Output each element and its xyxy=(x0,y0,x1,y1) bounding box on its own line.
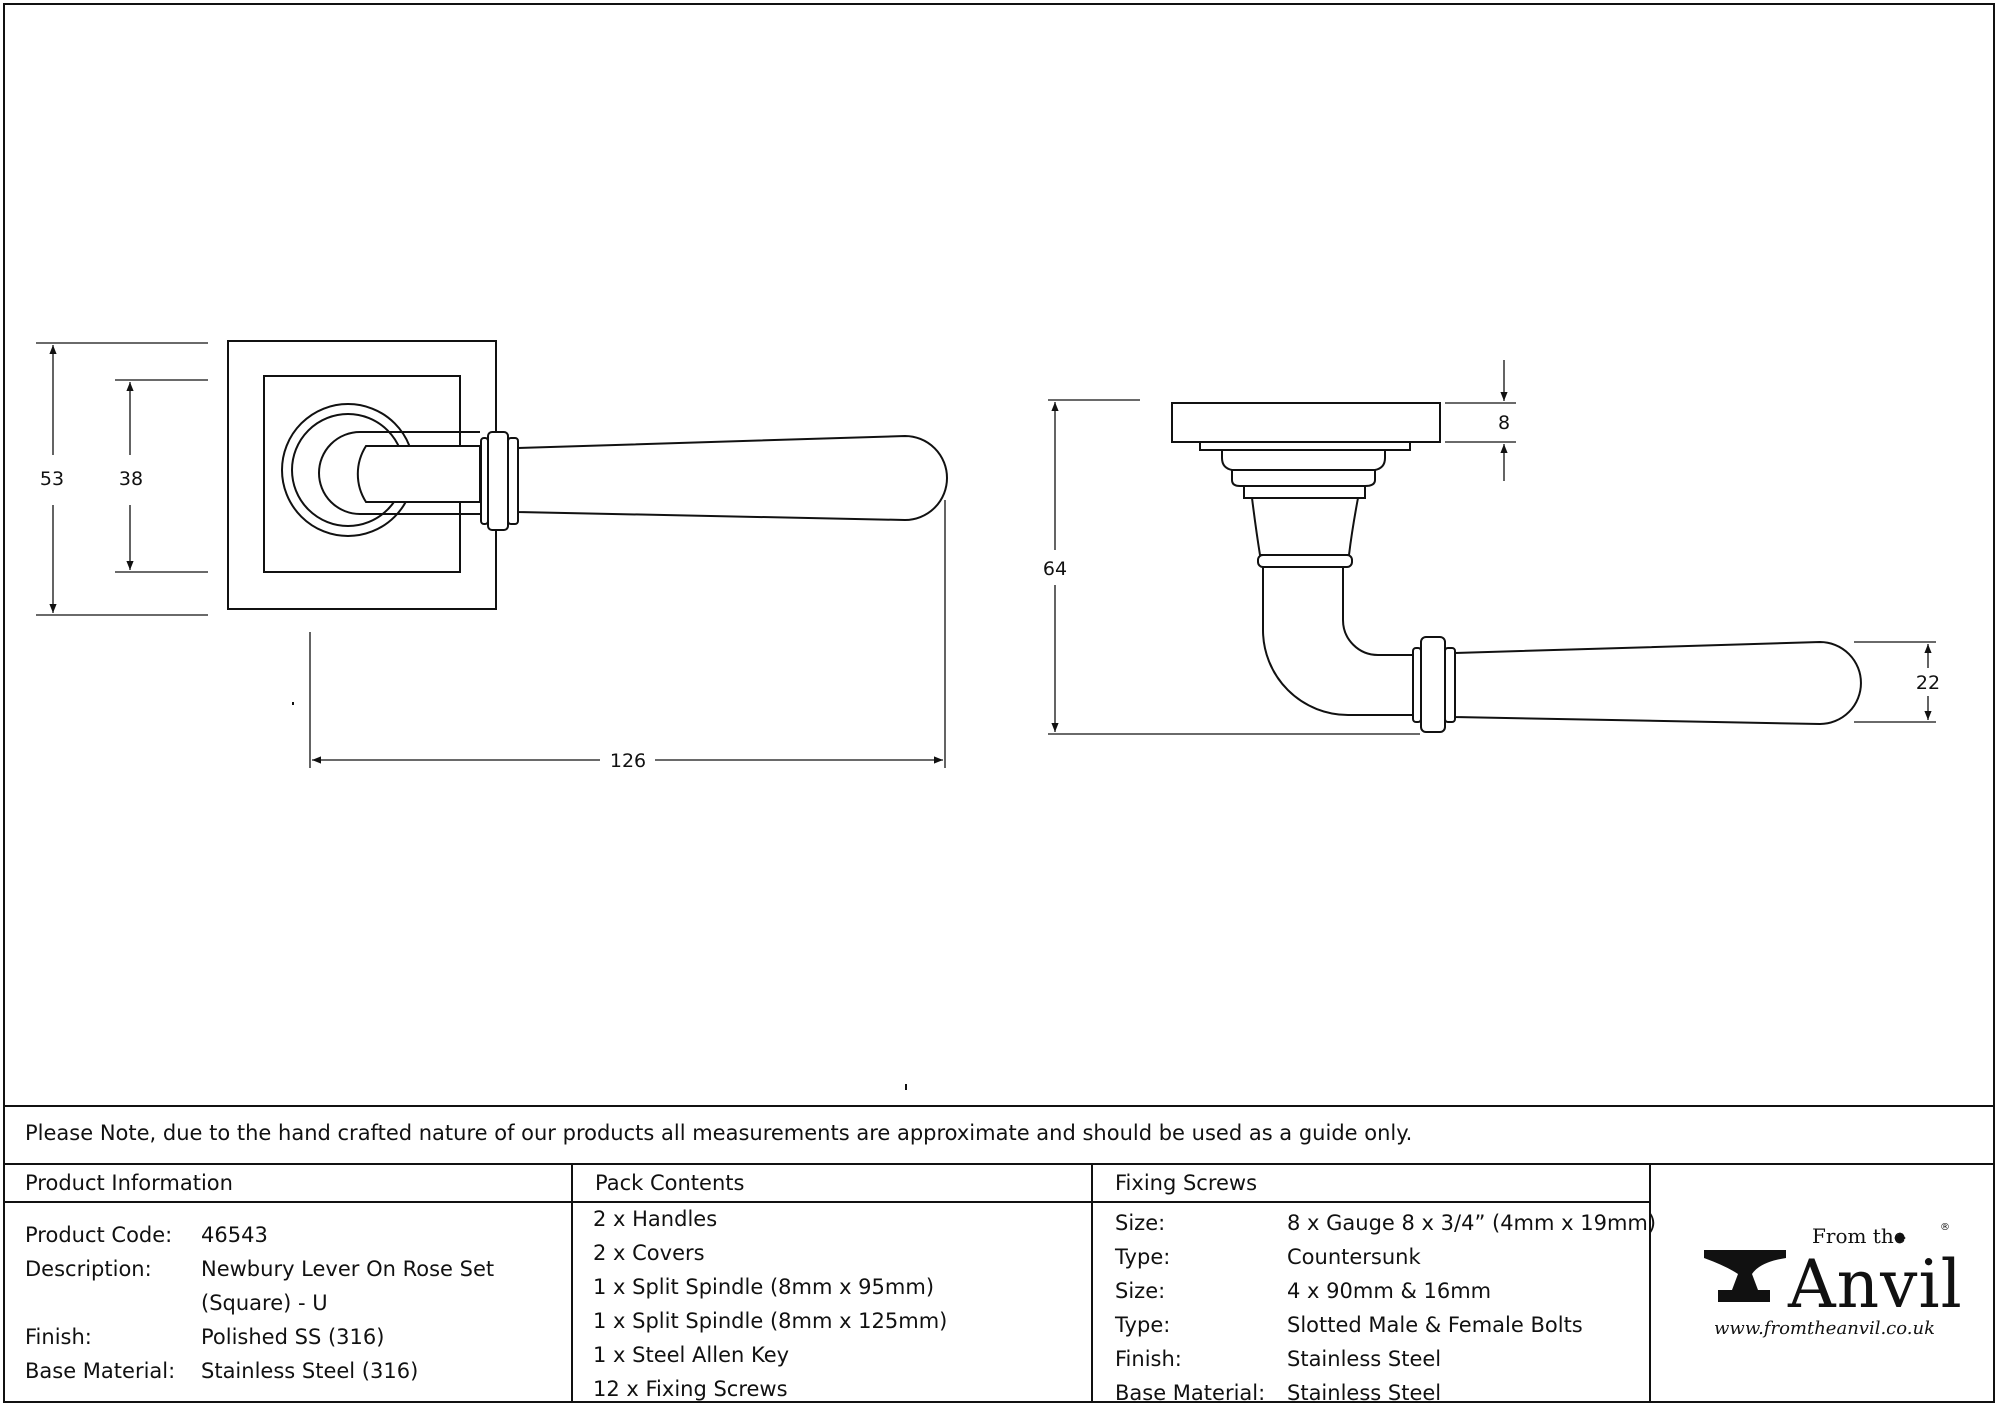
row-label: Size: xyxy=(1115,1279,1166,1303)
pack-item: 1 x Split Spindle (8mm x 95mm) xyxy=(593,1275,935,1299)
dim-label-projection: 64 xyxy=(1043,558,1067,580)
logo-from-the: From the xyxy=(1812,1224,1906,1248)
row-label: Type: xyxy=(1115,1313,1171,1337)
description-value-continued: (Square) - U xyxy=(201,1291,328,1315)
row-label: Product Code: xyxy=(25,1223,173,1247)
bolt-size-value: 4 x 90mm & 16mm xyxy=(1287,1279,1492,1303)
row-label: Finish: xyxy=(25,1325,92,1349)
row-label: Finish: xyxy=(1115,1347,1182,1371)
disclaimer-note: Please Note, due to the hand crafted nat… xyxy=(25,1121,1413,1145)
product-information-heading: Product Information xyxy=(3,1163,571,1203)
row-label: Size: xyxy=(1115,1211,1166,1235)
finish-value: Polished SS (316) xyxy=(201,1325,385,1349)
row-label: Description: xyxy=(25,1257,152,1281)
front-view xyxy=(227,340,948,610)
pack-item: 1 x Steel Allen Key xyxy=(593,1343,790,1367)
side-neck-top xyxy=(1243,486,1366,499)
side-collar-main xyxy=(1420,636,1446,733)
screw-finish-value: Stainless Steel xyxy=(1287,1347,1442,1371)
side-collar-left xyxy=(1412,647,1422,723)
lever-collar-main xyxy=(487,431,509,531)
fixing-screws-panel: Fixing Screws Size: 8 x Gauge 8 x 3/4” (… xyxy=(1093,1163,1656,1405)
pack-contents-heading: Pack Contents xyxy=(573,1163,1091,1203)
screw-type-value: Countersunk xyxy=(1287,1245,1421,1269)
anvil-icon xyxy=(1704,1250,1786,1302)
side-bend xyxy=(1262,567,1417,716)
disclaimer-row: Please Note, due to the hand crafted nat… xyxy=(3,1105,1995,1165)
dim-label-rose-width: 53 xyxy=(40,468,64,490)
dim-label-lever-height: 22 xyxy=(1916,672,1940,694)
logo-registered: ® xyxy=(1940,1222,1950,1233)
lever-collar-left xyxy=(480,437,489,525)
info-table: Product Information Product Code: 46543 … xyxy=(3,1163,1995,1405)
drawing-frame xyxy=(3,3,1995,1403)
technical-drawing: 53 38 126 64 8 22 xyxy=(36,340,1940,1090)
fixing-screws-heading: Fixing Screws xyxy=(1093,1163,1649,1203)
side-view xyxy=(1171,402,1862,733)
lever-body xyxy=(517,434,948,522)
row-label: Base Material: xyxy=(1115,1381,1266,1405)
dim-label-rose-depth: 8 xyxy=(1498,412,1510,434)
bolt-type-value: Slotted Male & Female Bolts xyxy=(1287,1313,1583,1337)
lever-neck xyxy=(356,445,481,503)
pack-item: 2 x Covers xyxy=(593,1241,705,1265)
logo-url: www.fromtheanvil.co.uk xyxy=(1714,1318,1936,1339)
side-rose-lip xyxy=(1199,441,1411,451)
row-label: Type: xyxy=(1115,1245,1171,1269)
dim-label-lever-length: 126 xyxy=(610,750,646,772)
product-information-panel: Product Information Product Code: 46543 … xyxy=(3,1163,573,1403)
product-code-value: 46543 xyxy=(201,1223,268,1247)
from-the-anvil-logo: From the ® Anvil www.fromtheanvil.co.uk xyxy=(1700,1222,1963,1352)
pack-item: 2 x Handles xyxy=(593,1207,718,1231)
side-lever-body xyxy=(1454,640,1862,726)
row-label: Base Material: xyxy=(25,1359,176,1383)
side-rose-plate xyxy=(1171,402,1441,443)
pack-item: 12 x Fixing Screws xyxy=(593,1377,788,1401)
description-value: Newbury Lever On Rose Set xyxy=(201,1257,495,1281)
pack-item: 1 x Split Spindle (8mm x 125mm) xyxy=(593,1309,948,1333)
screw-size-value: 8 x Gauge 8 x 3/4” (4mm x 19mm) xyxy=(1287,1211,1657,1235)
base-material-value: Stainless Steel (316) xyxy=(201,1359,419,1383)
side-neck-ring xyxy=(1257,554,1353,568)
pack-contents-panel: Pack Contents 2 x Handles 2 x Covers 1 x… xyxy=(573,1163,1093,1403)
dim-label-rose-inner: 38 xyxy=(119,468,143,490)
lever-collar-right xyxy=(507,437,519,525)
screw-base-material-value: Stainless Steel xyxy=(1287,1381,1442,1405)
side-rose-step xyxy=(1221,449,1386,471)
side-collar-right xyxy=(1444,647,1456,723)
side-neck-barrel xyxy=(1250,497,1360,556)
logo-brand: Anvil xyxy=(1788,1246,1963,1323)
